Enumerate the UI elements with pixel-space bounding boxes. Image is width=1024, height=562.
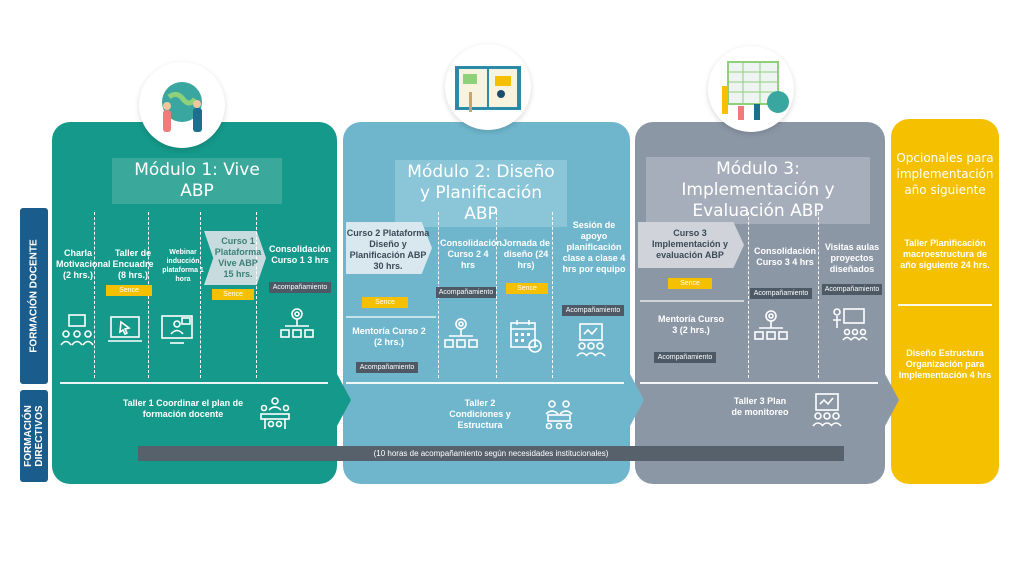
row-separator [346, 382, 624, 384]
divider [552, 212, 553, 378]
divider [200, 212, 201, 378]
arrow-m1-m2 [337, 374, 351, 426]
taller3-label: Taller 3 Plan de monitoreo [731, 396, 789, 417]
curso3-label: Curso 3 Implementación y evaluación ABP [651, 228, 729, 260]
video-call-icon [158, 312, 196, 348]
acompanamiento-badge: Acompañamiento [436, 287, 496, 298]
divider [94, 212, 95, 378]
acompanamiento-bar: (10 horas de acompañamiento según necesi… [138, 446, 844, 461]
classroom-visit-icon [830, 306, 868, 342]
webinar-label: Webinar inducción plataforma 1 hora [162, 249, 204, 283]
row-separator [60, 382, 328, 384]
taller1-label: Taller 1 Coordinar el plan de formación … [122, 398, 244, 419]
optional-item-1: Taller Planificación macroestructura de … [900, 238, 990, 270]
mentoria3-label: Mentoría Curso 3 (2 hrs.) [657, 314, 724, 335]
calendar-clock-icon [506, 318, 544, 354]
acompanamiento-badge: Acompañamiento [562, 305, 624, 316]
acompanamiento-badge: Acompañamiento [654, 352, 716, 363]
taller-encuadre-label: Taller de Encuadre (8 hrs.) [112, 248, 154, 280]
divider [256, 212, 257, 378]
arrow-m3-opt [885, 374, 899, 426]
gear-network-icon [278, 306, 316, 342]
optional-panel [891, 119, 999, 484]
acompanamiento-badge: Acompañamiento [356, 362, 418, 373]
book-design-icon [445, 44, 531, 130]
divider [346, 316, 436, 318]
consolidacion3-label: Consolidación Curso 3 4 hrs [753, 246, 816, 267]
acompanamiento-badge: Acompañamiento [750, 288, 812, 299]
visitas-label: Visitas aulas proyectos diseñados [824, 242, 880, 274]
charla-label: Charla Motivacional (2 hrs.) [56, 248, 111, 280]
module-2-title: Módulo 2: Diseño y Planificación ABP [395, 160, 567, 227]
curso1-highlight [204, 231, 266, 285]
optional-item-2: Diseño Estructura Organización para Impl… [898, 348, 992, 380]
sence-badge: Sence [668, 278, 712, 289]
curso2-highlight [346, 222, 432, 274]
row-separator [640, 382, 878, 384]
acompanamiento-badge: Acompañamiento [269, 282, 331, 293]
sence-badge: Sence [212, 289, 254, 300]
sence-badge: Sence [106, 285, 152, 296]
row-label-directivos: FORMACIÓN DIRECTIVOS [20, 390, 48, 482]
optional-title: Opcionales para implementación año sigui… [896, 151, 994, 197]
curso3-highlight [638, 222, 744, 268]
module-3-title: Módulo 3: Implementación y Evaluación AB… [646, 157, 870, 224]
team-meeting-icon [540, 398, 578, 434]
board-team-icon [572, 322, 610, 358]
meeting-table-icon [256, 396, 294, 432]
divider [496, 212, 497, 378]
people-globe-icon [139, 62, 225, 148]
gear-network-icon [752, 308, 790, 344]
row-label-docente: FORMACIÓN DOCENTE [20, 208, 48, 384]
divider [818, 212, 819, 378]
sesion-label: Sesión de apoyo planificación clase a cl… [562, 220, 626, 274]
taller2-label: Taller 2 Condiciones y Estructura [449, 398, 511, 430]
sence-badge: Sence [362, 297, 408, 308]
presentation-audience-icon [58, 312, 96, 348]
acompanamiento-badge: Acompañamiento [822, 284, 882, 295]
calendar-evaluation-icon [708, 46, 794, 132]
module-1-title: Módulo 1: Vive ABP [112, 158, 282, 204]
consolidacion2-label: Consolidación Curso 2 4 hrs [440, 238, 503, 270]
gear-network-icon [442, 316, 480, 352]
laptop-cursor-icon [106, 312, 144, 348]
divider [898, 304, 992, 306]
sence-badge: Sence [506, 283, 548, 294]
arrow-m2-m3 [630, 374, 644, 426]
curso2-label: Curso 2 Plataforma Diseño y Planificació… [346, 228, 430, 271]
divider [748, 212, 749, 378]
consolidacion1-label: Consolidación Curso 1 3 hrs [268, 244, 331, 265]
divider [640, 300, 744, 302]
curso1-label: Curso 1 Plataforma Vive ABP 15 hrs. [214, 236, 262, 279]
jornada-label: Jornada de diseño (24 hrs) [501, 238, 550, 270]
board-team-icon [808, 392, 846, 428]
mentoria2-label: Mentoría Curso 2 (2 hrs.) [352, 326, 426, 347]
